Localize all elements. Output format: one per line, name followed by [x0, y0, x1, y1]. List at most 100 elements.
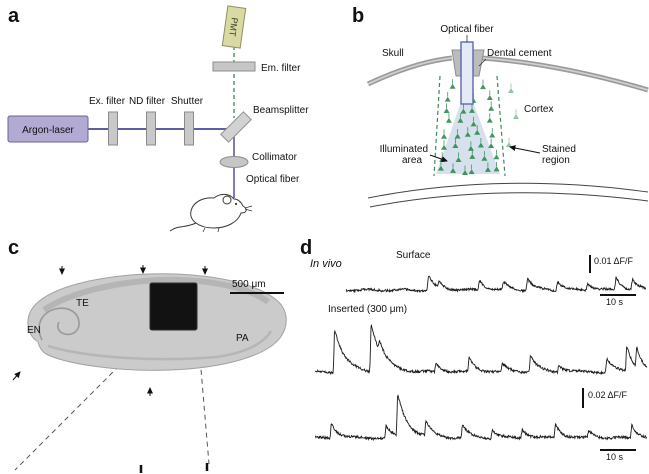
- trace-inserted-1: [315, 324, 648, 376]
- neuron-icon: [486, 90, 493, 100]
- neuron-icon: [445, 113, 452, 123]
- excitation-filter-label: Ex. filter: [89, 96, 126, 107]
- time-scalebar-bottom: [600, 449, 636, 451]
- neuron-icon: [444, 92, 451, 102]
- illuminated-area-shape: [436, 102, 500, 174]
- optical-fiber-label-a: Optical fiber: [246, 174, 300, 185]
- collimator: [219, 156, 249, 168]
- pmt-shape: [221, 5, 247, 49]
- cortex-label: Cortex: [524, 104, 553, 115]
- neuron-icon: [480, 79, 486, 90]
- df-scalebar-bottom: [582, 388, 584, 408]
- df-scalebar-bottom-label: 0.02 ΔF/F: [588, 390, 628, 400]
- neuron-icon: [464, 127, 471, 137]
- neuron-icon: [474, 125, 481, 135]
- pmt-label: PMT: [227, 17, 240, 38]
- dental-cement-pointer-line: [478, 58, 487, 67]
- time-scalebar-top: [600, 294, 636, 296]
- trace-inserted-2: [314, 394, 648, 442]
- illuminated-area-arrow: [429, 154, 448, 162]
- scale-bar-label: 500 μm: [232, 279, 266, 290]
- trace-path: [314, 394, 648, 442]
- neuron-icon: [488, 138, 495, 148]
- panel-b-label: b: [352, 5, 365, 27]
- skull-line-left-core: [367, 57, 453, 85]
- collimator-label: Collimator: [252, 152, 298, 163]
- slice-inner-line: [47, 330, 273, 361]
- neuron-icon: [441, 140, 447, 150]
- panel-c-label: c: [8, 237, 20, 259]
- slice-cortex-band: [42, 276, 270, 313]
- neuron-icon: [462, 165, 468, 175]
- argon-laser-label: Argon-laser: [22, 125, 74, 136]
- neuron-icon: [513, 109, 519, 119]
- panel-a-label: a: [8, 5, 20, 27]
- neuron-icon: [489, 128, 496, 138]
- nd-filter-label: ND filter: [129, 96, 166, 107]
- nd-filter: [146, 111, 156, 146]
- neuron-icon: [455, 152, 462, 162]
- neuron-icon: [468, 164, 475, 175]
- stained-region-right-boundary: [496, 75, 506, 177]
- neuron-icon: [484, 162, 491, 172]
- cortex-bottom-line-1: [367, 182, 649, 199]
- neuron-icon: [454, 129, 461, 139]
- illuminated-area-label-line1: Illuminated: [380, 144, 428, 155]
- neuron-icon: [506, 137, 512, 147]
- neuron-icon: [469, 149, 476, 159]
- time-scalebar-bottom-label: 10 s: [606, 452, 624, 462]
- cortex-bottom-line-2: [369, 192, 649, 208]
- time-scalebar-top-label: 10 s: [606, 297, 624, 307]
- illuminated-area-label-line2: area: [402, 155, 422, 166]
- argon-laser-box: [7, 115, 89, 143]
- neuron-icon: [488, 101, 495, 111]
- in-vivo-label: In vivo: [310, 258, 342, 270]
- stained-region-label-line2: region: [542, 155, 570, 166]
- stained-region-arrow: [509, 145, 541, 154]
- beamsplitter: [220, 111, 252, 143]
- trace-path: [315, 324, 648, 376]
- neuron-icon: [486, 113, 493, 123]
- neuron-icon: [493, 161, 500, 172]
- neuron-icon: [450, 163, 456, 173]
- skull-line-left: [366, 55, 453, 87]
- neuron-icon: [493, 149, 500, 160]
- optical-fiber-shape: [460, 41, 474, 105]
- stained-region-label-line1: Stained: [542, 144, 576, 155]
- neuron-icon: [508, 83, 514, 93]
- neuron-icon: [457, 113, 464, 123]
- neuron-icon: [452, 138, 459, 148]
- emission-filter-label: Em. filter: [261, 63, 301, 74]
- dye-spot: [149, 282, 198, 331]
- shutter: [184, 111, 194, 146]
- excitation-filter: [108, 111, 118, 146]
- neuron-icon: [441, 129, 447, 139]
- panel-c-histology: 500 μm TE EN PA: [12, 265, 287, 473]
- panel-d-label: d: [300, 237, 313, 259]
- neuron-icon: [470, 116, 477, 127]
- skull-line-right-core: [481, 57, 649, 91]
- emission-filter: [212, 61, 256, 72]
- df-scalebar-top-label: 0.01 ΔF/F: [594, 256, 634, 266]
- trace-surface: [345, 275, 647, 294]
- pmt-box: PMT: [221, 5, 247, 49]
- surface-label: Surface: [396, 250, 431, 261]
- skull-label: Skull: [382, 48, 404, 59]
- mouse-icon: [169, 193, 253, 233]
- trace-path: [345, 275, 647, 294]
- panel-a-setup-diagram: PMT Em. filter Argon-laser Ex. filter ND…: [7, 5, 309, 233]
- beamsplitter-shape: [220, 111, 252, 143]
- inserted-label: Inserted (300 μm): [328, 304, 408, 315]
- neuron-icon: [449, 79, 456, 89]
- region-pa-label: PA: [236, 333, 249, 344]
- df-scalebar-top: [589, 255, 591, 273]
- panel-b-implant-diagram: Optical fiber Skull Dental cement Cortex…: [366, 24, 649, 208]
- stained-region-left-boundary: [433, 75, 441, 177]
- slice-arrow-4: [12, 371, 21, 381]
- neuron-icon: [460, 104, 467, 114]
- beamsplitter-label: Beamsplitter: [253, 105, 309, 116]
- neuron-icon: [477, 138, 484, 148]
- optical-fiber-label-b: Optical fiber: [440, 24, 494, 35]
- slice-en-curl: [38, 307, 80, 341]
